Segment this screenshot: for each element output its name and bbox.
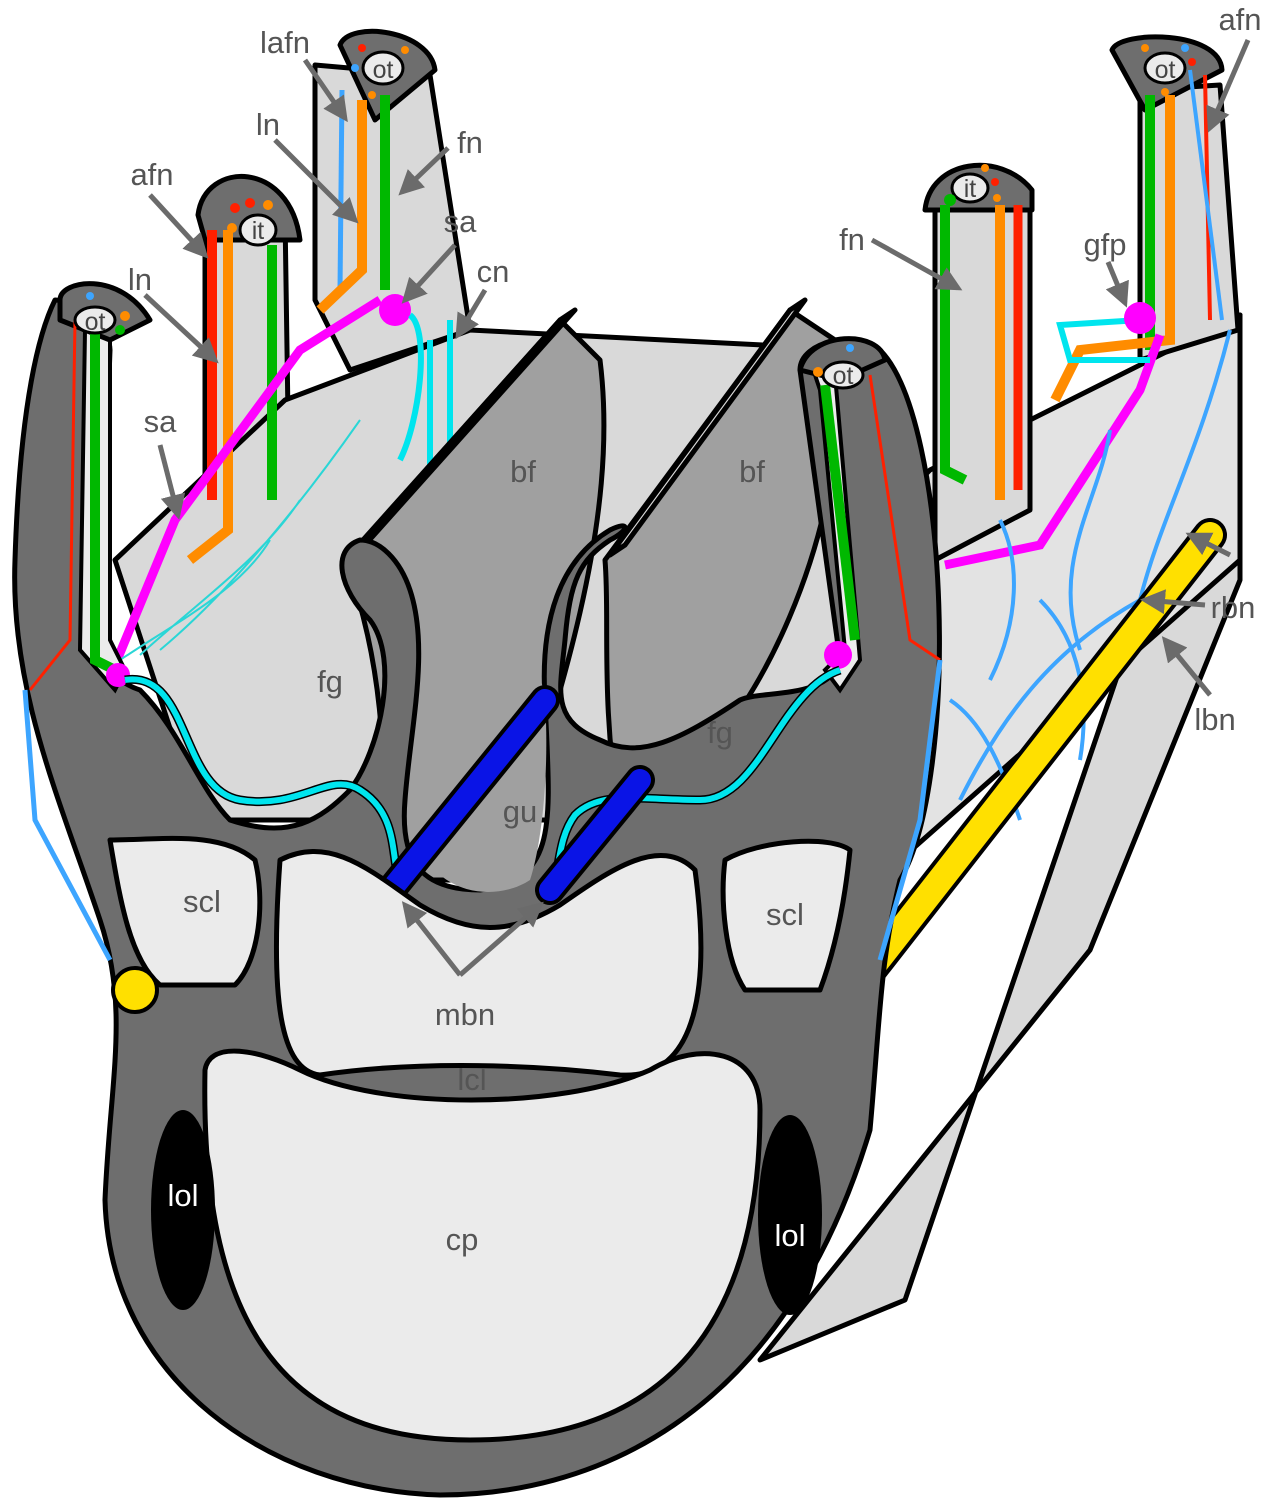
label-cp: cp: [446, 1222, 479, 1257]
label-fg-right: fg: [707, 715, 733, 750]
yellow-nerve-left-end: [113, 968, 157, 1012]
sa-ganglion-right: [824, 641, 852, 669]
label-fg-left: fg: [317, 664, 343, 699]
label-gfp: gfp: [1083, 227, 1126, 262]
label-gu: gu: [503, 794, 537, 829]
tip-right-inner: it: [952, 174, 988, 203]
label-fn-top: fn: [457, 125, 483, 160]
arrow-gfp: [1108, 262, 1125, 303]
label-ln-top: ln: [256, 107, 280, 142]
label-lbn: lbn: [1194, 702, 1235, 737]
label-afn-right: afn: [1218, 2, 1261, 37]
tip-label-it-left: it: [252, 217, 265, 245]
label-sa-left: sa: [144, 404, 178, 439]
blue-nerve-left-outer: [340, 90, 342, 290]
tip-label-ot-top-right: ot: [1155, 56, 1176, 84]
label-bf-right: bf: [739, 454, 765, 489]
label-lol-left: lol: [167, 1178, 198, 1213]
tip-left-inner: it: [240, 215, 276, 245]
label-lol-right: lol: [774, 1218, 805, 1253]
tip-near-right: ot: [823, 362, 863, 390]
tip-label-ot-near-right: ot: [833, 362, 854, 390]
tip-label-ot-far-left: ot: [85, 308, 106, 336]
gfp-ganglion-right: [1124, 302, 1156, 334]
label-cn: cn: [477, 254, 510, 289]
lol-right: [758, 1115, 822, 1315]
label-mbn: mbn: [435, 997, 495, 1032]
label-ln-left: ln: [128, 262, 152, 297]
arrow-sa-left: [160, 445, 178, 515]
label-lcl: lcl: [457, 1062, 486, 1097]
label-lafn: lafn: [260, 25, 310, 60]
label-bf-left: bf: [510, 454, 536, 489]
tip-label-it-right: it: [964, 175, 977, 203]
label-sa-top: sa: [444, 204, 478, 239]
label-afn-left: afn: [130, 157, 173, 192]
arrow-afn-left: [150, 195, 205, 255]
tip-right-outer: ot: [1145, 53, 1185, 84]
label-rbn: rbn: [1211, 590, 1256, 625]
tip-left-outer: ot: [363, 52, 403, 84]
label-scl-left: scl: [183, 884, 221, 919]
tip-label-ot-top-left: ot: [373, 56, 394, 84]
label-scl-right: scl: [766, 897, 804, 932]
label-fn-right: fn: [839, 222, 865, 257]
